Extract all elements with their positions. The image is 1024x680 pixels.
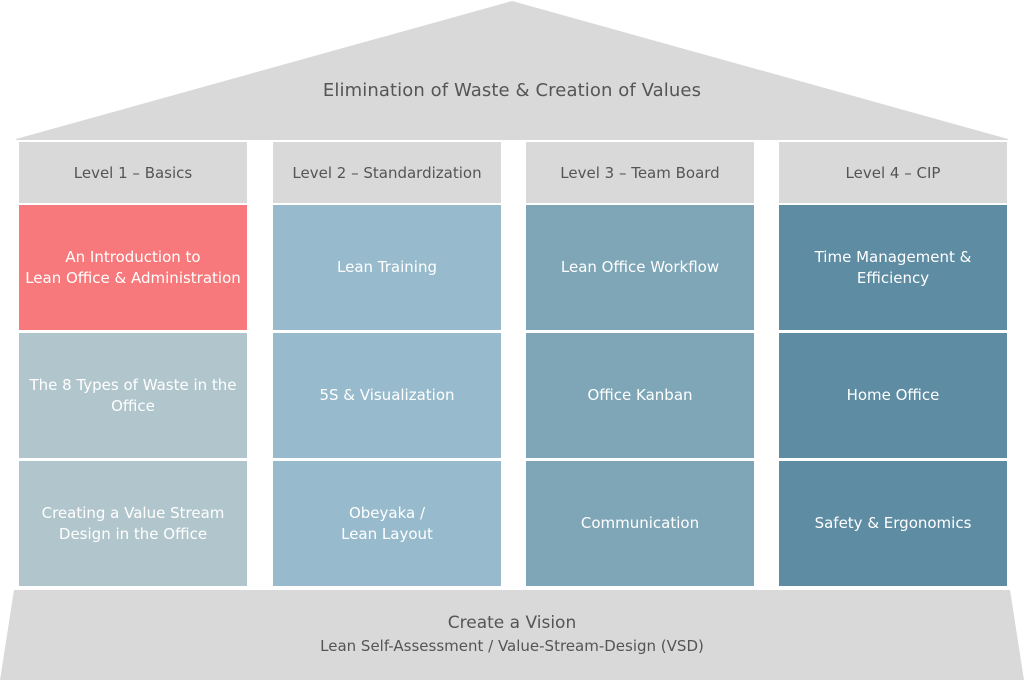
cell-8-types-of-waste: The 8 Types of Waste in the Office bbox=[19, 333, 247, 458]
cell-safety-ergonomics: Safety & Ergonomics bbox=[779, 461, 1007, 586]
pillar-level-2: Level 2 – Standardization Lean Training … bbox=[273, 142, 501, 586]
cell-lean-training: Lean Training bbox=[273, 205, 501, 330]
cell-communication: Communication bbox=[526, 461, 754, 586]
roof-shape bbox=[16, 1, 1008, 140]
cell-5s-visualization: 5S & Visualization bbox=[273, 333, 501, 458]
pillar-header-level-1: Level 1 – Basics bbox=[19, 142, 247, 203]
roof-title: Elimination of Waste & Creation of Value… bbox=[322, 80, 702, 101]
cell-home-office: Home Office bbox=[779, 333, 1007, 458]
pillar-header-level-4: Level 4 – CIP bbox=[779, 142, 1007, 203]
foundation-subtitle: Lean Self-Assessment / Value-Stream-Desi… bbox=[320, 637, 704, 655]
pillar-level-3: Level 3 – Team Board Lean Office Workflo… bbox=[526, 142, 754, 586]
pillar-header-level-2: Level 2 – Standardization bbox=[273, 142, 501, 203]
cell-obeyaka-lean-layout: Obeyaka / Lean Layout bbox=[273, 461, 501, 586]
cell-lean-office-workflow: Lean Office Workflow bbox=[526, 205, 754, 330]
cell-time-management: Time Management & Efficiency bbox=[779, 205, 1007, 330]
foundation-shape bbox=[0, 590, 1024, 680]
foundation-title: Create a Vision bbox=[447, 613, 577, 633]
cell-value-stream-design: Creating a Value Stream Design in the Of… bbox=[19, 461, 247, 586]
pillar-level-1: Level 1 – Basics An Introduction to Lean… bbox=[19, 142, 247, 586]
pillar-header-level-3: Level 3 – Team Board bbox=[526, 142, 754, 203]
cell-intro-lean-office: An Introduction to Lean Office & Adminis… bbox=[19, 205, 247, 330]
cell-office-kanban: Office Kanban bbox=[526, 333, 754, 458]
pillar-level-4: Level 4 – CIP Time Management & Efficien… bbox=[779, 142, 1007, 586]
